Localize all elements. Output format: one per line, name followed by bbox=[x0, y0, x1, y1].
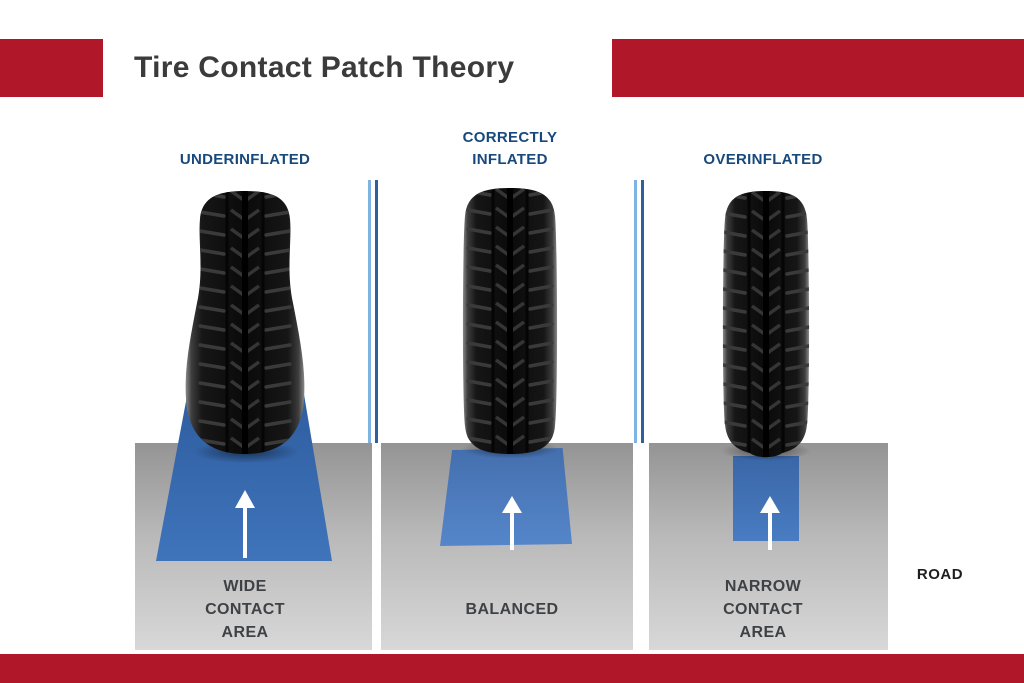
road-label: ROAD bbox=[916, 566, 964, 583]
label-line: INFLATED bbox=[472, 151, 548, 168]
caption-line: AREA bbox=[739, 624, 787, 641]
tire-illustration-overinflated-icon bbox=[722, 191, 810, 458]
contact-patch-narrow bbox=[733, 456, 799, 541]
caption-narrow-contact-area: NARROW CONTACT AREA bbox=[663, 575, 863, 644]
column-label-overinflated: OVERINFLATED bbox=[663, 149, 863, 171]
tire-illustration-correctly-inflated-icon bbox=[462, 188, 558, 454]
footer-accent-bar bbox=[0, 654, 1024, 683]
caption-line: WIDE bbox=[223, 578, 267, 595]
label-line: UNDERINFLATED bbox=[179, 151, 311, 168]
contact-patch-balanced bbox=[440, 448, 572, 546]
caption-line: AREA bbox=[221, 624, 269, 641]
caption-wide-contact-area: WIDE CONTACT AREA bbox=[145, 575, 345, 644]
column-label-correctly-inflated: CORRECTLY INFLATED bbox=[410, 127, 610, 171]
column-label-underinflated: UNDERINFLATED bbox=[145, 149, 345, 171]
header-accent-bar-left bbox=[0, 39, 103, 97]
header-accent-bar-right bbox=[612, 39, 1024, 97]
caption-line: CONTACT bbox=[723, 601, 803, 618]
up-arrow-icon bbox=[235, 490, 255, 558]
label-line: CORRECTLY bbox=[462, 129, 558, 146]
label-line: OVERINFLATED bbox=[703, 151, 823, 168]
caption-line: BALANCED bbox=[465, 601, 559, 618]
caption-balanced: BALANCED bbox=[412, 598, 612, 621]
up-arrow-icon bbox=[760, 496, 780, 550]
tire-illustration-underinflated-icon bbox=[185, 191, 305, 454]
page-title: Tire Contact Patch Theory bbox=[134, 51, 515, 84]
caption-line: NARROW bbox=[724, 578, 802, 595]
section-divider-left bbox=[368, 180, 378, 443]
caption-line: CONTACT bbox=[205, 601, 285, 618]
up-arrow-icon bbox=[502, 496, 522, 550]
section-divider-right bbox=[634, 180, 644, 443]
